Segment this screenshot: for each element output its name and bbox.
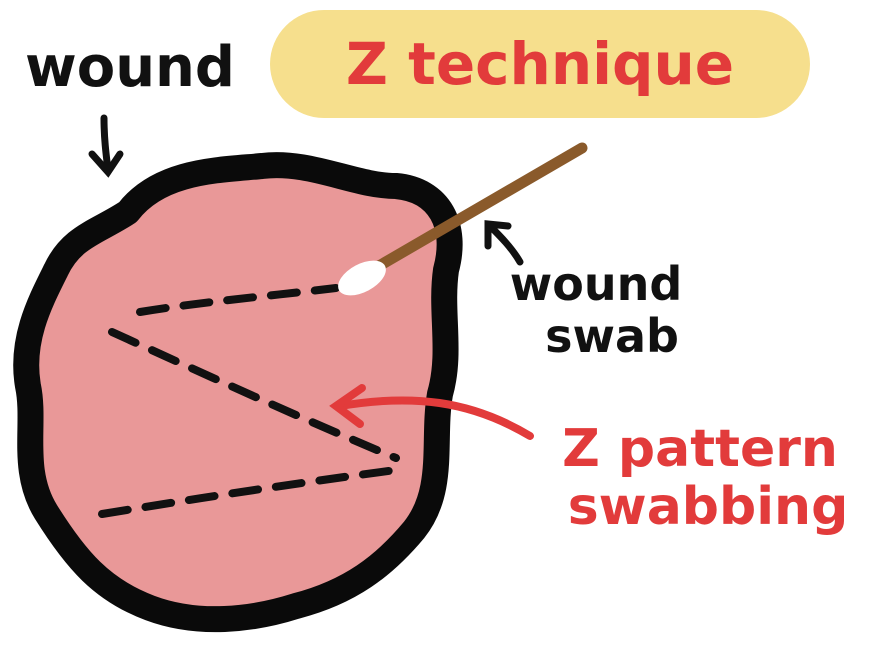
title-text: Z technique <box>346 30 734 98</box>
wound-label-arrow <box>92 118 120 172</box>
pattern-label-line2: swabbing <box>568 477 849 537</box>
swab-label-line2: swab <box>545 309 679 363</box>
pattern-label-line1: Z pattern <box>562 419 838 479</box>
wound-label: wound <box>25 35 235 100</box>
swab-label-line1: wound <box>510 257 683 311</box>
